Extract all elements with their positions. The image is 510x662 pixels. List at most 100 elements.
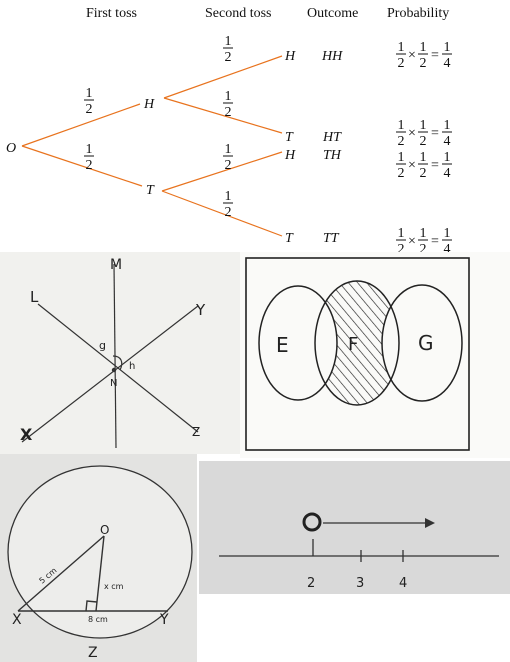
product-2-result-numerator: 1 bbox=[444, 150, 451, 165]
tick-label-4: 4 bbox=[399, 576, 407, 591]
branch-h-h bbox=[163, 55, 283, 99]
branch-fraction-1-denominator: 2 bbox=[86, 158, 93, 173]
label-g: G bbox=[418, 331, 434, 355]
branch-fraction-0-denominator: 2 bbox=[86, 102, 93, 117]
intersection-point bbox=[111, 367, 117, 373]
product-0-result: 14 bbox=[442, 40, 452, 71]
node-second-h2: H bbox=[284, 148, 296, 163]
probability-tree-panel: First toss Second toss Outcome Probabili… bbox=[0, 0, 510, 252]
product-0-a-denominator: 2 bbox=[398, 56, 405, 71]
probability-product-3: 12×12=14 bbox=[396, 226, 452, 252]
set-f-ellipse bbox=[314, 280, 400, 406]
segment-oz bbox=[95, 535, 105, 612]
product-2-equals: = bbox=[431, 158, 439, 173]
product-1-result: 14 bbox=[442, 118, 452, 149]
product-2-a-denominator: 2 bbox=[398, 166, 405, 181]
outcome-ht: HT bbox=[322, 130, 342, 145]
product-0-b: 12 bbox=[418, 40, 428, 71]
header-first-toss: First toss bbox=[86, 6, 137, 21]
label-leg: x cm bbox=[104, 582, 124, 591]
label-f: F bbox=[348, 334, 358, 355]
probability-tree: First toss Second toss Outcome Probabili… bbox=[6, 6, 452, 252]
lines-photo: M L Y g h N X Z bbox=[0, 252, 240, 454]
outcome-tt: TT bbox=[323, 231, 340, 246]
node-first-h: H bbox=[143, 97, 155, 112]
product-0-result-numerator: 1 bbox=[444, 40, 451, 55]
probability-product-1: 12×12=14 bbox=[396, 118, 452, 149]
product-3-result-denominator: 4 bbox=[444, 242, 451, 252]
universal-set-box bbox=[245, 257, 470, 451]
set-g-ellipse bbox=[381, 284, 463, 402]
number-line-photo: 2 3 4 bbox=[199, 461, 510, 594]
branch-t-h bbox=[161, 151, 283, 192]
product-3-a-numerator: 1 bbox=[398, 226, 405, 241]
branch-fraction-2-denominator: 2 bbox=[225, 50, 232, 65]
node-first-t: T bbox=[146, 183, 155, 198]
branch-fraction-5: 12 bbox=[223, 189, 233, 220]
circle-photo: O X Y Z 5 cm x cm 8 cm bbox=[0, 454, 197, 662]
label-h: h bbox=[129, 361, 135, 372]
product-2-times: × bbox=[408, 158, 416, 173]
product-1-equals: = bbox=[431, 126, 439, 141]
branch-fraction-3: 12 bbox=[223, 89, 233, 120]
product-1-a: 12 bbox=[396, 118, 406, 149]
product-1-b: 12 bbox=[418, 118, 428, 149]
product-3-b-numerator: 1 bbox=[420, 226, 427, 241]
node-second-h1: H bbox=[284, 49, 296, 64]
root-node: O bbox=[6, 141, 16, 156]
label-e: E bbox=[276, 333, 289, 357]
product-1-b-denominator: 2 bbox=[420, 134, 427, 149]
product-1-times: × bbox=[408, 126, 416, 141]
intersecting-lines-figure: M L Y g h N X Z bbox=[0, 252, 240, 454]
label-z: Z bbox=[192, 425, 200, 439]
node-second-t2: T bbox=[285, 231, 294, 246]
open-circle bbox=[302, 512, 322, 532]
outcome-hh: HH bbox=[321, 49, 343, 64]
label-m: M bbox=[110, 257, 122, 273]
product-3-equals: = bbox=[431, 234, 439, 249]
angle-arc bbox=[112, 355, 123, 371]
branch-fraction-1: 12 bbox=[84, 142, 94, 173]
label-z: Z bbox=[88, 645, 98, 661]
node-second-t1: T bbox=[285, 130, 294, 145]
product-0-b-numerator: 1 bbox=[420, 40, 427, 55]
branch-fraction-3-numerator: 1 bbox=[225, 89, 232, 104]
product-1-a-numerator: 1 bbox=[398, 118, 405, 133]
tree-branches bbox=[21, 55, 283, 237]
branch-h-t bbox=[163, 97, 283, 134]
header-probability: Probability bbox=[387, 6, 449, 21]
product-1-result-numerator: 1 bbox=[444, 118, 451, 133]
product-0-a-numerator: 1 bbox=[398, 40, 405, 55]
product-3-b: 12 bbox=[418, 226, 428, 252]
set-e-ellipse bbox=[258, 285, 338, 401]
product-2-b-numerator: 1 bbox=[420, 150, 427, 165]
venn-diagram-figure: E F G bbox=[245, 257, 470, 451]
product-2-b-denominator: 2 bbox=[420, 166, 427, 181]
branch-fraction-2: 12 bbox=[223, 34, 233, 65]
branch-fraction-3-denominator: 2 bbox=[225, 105, 232, 120]
product-1-result-denominator: 4 bbox=[444, 134, 451, 149]
outcome-th: TH bbox=[323, 148, 342, 163]
product-0-equals: = bbox=[431, 48, 439, 63]
circle-triangle-figure: O X Y Z 5 cm x cm 8 cm bbox=[0, 454, 197, 662]
circle bbox=[7, 465, 193, 639]
branch-fraction-2-numerator: 1 bbox=[225, 34, 232, 49]
header-second-toss: Second toss bbox=[205, 6, 272, 21]
branch-fraction-4-numerator: 1 bbox=[225, 142, 232, 157]
label-y: Y bbox=[195, 301, 206, 319]
branch-fraction-4: 12 bbox=[223, 142, 233, 173]
branch-fraction-0: 12 bbox=[84, 86, 94, 117]
product-2-b: 12 bbox=[418, 150, 428, 181]
product-2-a-numerator: 1 bbox=[398, 150, 405, 165]
product-1-a-denominator: 2 bbox=[398, 134, 405, 149]
line-xy bbox=[21, 305, 199, 443]
product-3-times: × bbox=[408, 234, 416, 249]
label-base: 8 cm bbox=[88, 615, 108, 624]
right-angle-mark bbox=[85, 600, 98, 612]
probability-product-2: 12×12=14 bbox=[396, 150, 452, 181]
branch-fraction-4-denominator: 2 bbox=[225, 158, 232, 173]
tick-label-3: 3 bbox=[356, 576, 364, 591]
label-g: g bbox=[99, 339, 106, 352]
branch-t-t bbox=[161, 190, 283, 237]
